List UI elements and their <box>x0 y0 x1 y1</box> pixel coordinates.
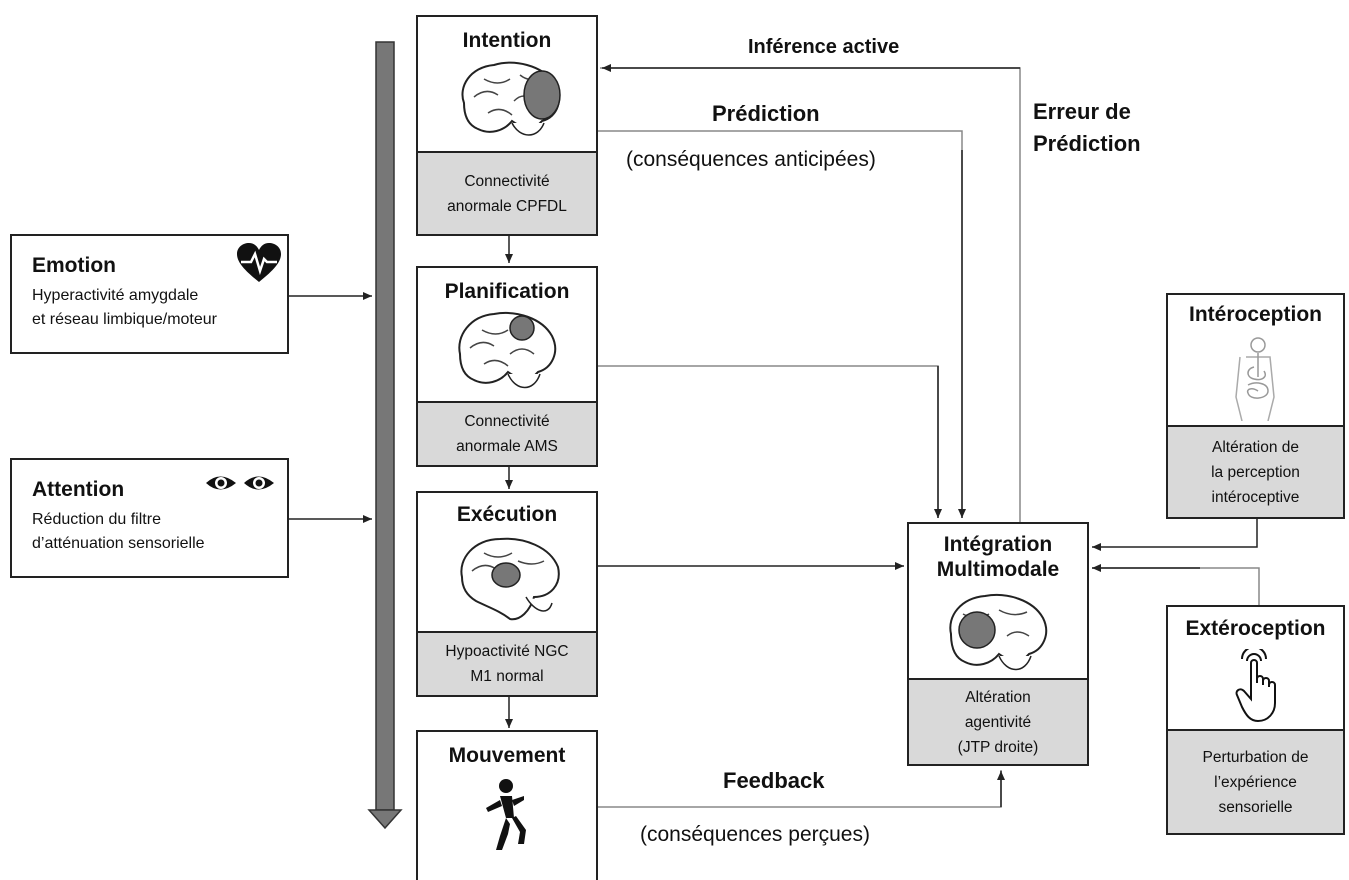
integration-caption-line: Altération <box>965 688 1031 706</box>
planification-title: Planification <box>444 280 570 303</box>
execution-caption-line: M1 normal <box>470 668 544 685</box>
integration-caption: Altération agentivité (JTP droite) <box>909 678 1087 764</box>
erreur-prediction-label: Erreur de Prédiction <box>1033 96 1141 160</box>
exteroception-caption: Perturbation de l’expérience sensorielle <box>1168 729 1343 833</box>
interoception-caption-line: Altération de <box>1211 438 1300 456</box>
eyes-icon <box>206 476 274 490</box>
brain-icon <box>460 537 560 621</box>
interoception-caption: Altération de la perception intéroceptiv… <box>1168 425 1343 517</box>
execution-title: Exécution <box>456 503 558 526</box>
integration-title: Intégration Multimodale <box>909 532 1087 582</box>
emotion-desc-2: et réseau limbique/moteur <box>32 311 217 328</box>
flow-arrow-head <box>367 809 403 830</box>
planification-box: Planification Connectivité anormale AMS <box>416 266 598 467</box>
erreur-prediction-line: Prédiction <box>1033 131 1141 156</box>
integration-title-line: Intégration <box>943 533 1053 556</box>
intention-title: Intention <box>462 29 552 52</box>
intention-caption: Connectivité anormale CPFDL <box>418 151 596 234</box>
flow-arrow-shaft <box>375 41 395 811</box>
integration-title-line: Multimodale <box>936 558 1060 581</box>
interoception-box: Intéroception Altération de la perceptio… <box>1166 293 1345 519</box>
interoception-caption-line: la perception <box>1211 463 1300 481</box>
planification-caption-line: anormale AMS <box>456 438 558 455</box>
brain-icon <box>458 312 557 389</box>
execution-caption: Hypoactivité NGC M1 normal <box>418 631 596 695</box>
emotion-desc-1: Hyperactivité amygdale <box>32 287 199 304</box>
exteroception-box: Extéroception Perturbation de l’expérien… <box>1166 605 1345 835</box>
prediction-sub-label: (conséquences anticipées) <box>626 148 876 171</box>
intention-box: Intention Connectivité anormale CPFDL <box>416 15 598 236</box>
exteroception-caption-line: Perturbation de <box>1202 748 1309 766</box>
integration-caption-line: agentivité <box>964 713 1032 731</box>
attention-title: Attention <box>32 478 125 501</box>
emotion-title: Emotion <box>32 254 116 277</box>
heart-rate-icon <box>237 243 281 282</box>
running-person-icon <box>486 779 526 850</box>
exteroception-caption-line: l’expérience <box>1214 773 1297 791</box>
attention-box: Attention Réduction du filtre d’atténuat… <box>10 458 289 578</box>
attention-desc-2: d’atténuation sensorielle <box>32 535 205 552</box>
emotion-box: Emotion Hyperactivité amygdale et réseau… <box>10 234 289 354</box>
interoception-caption-line: intéroceptive <box>1211 488 1300 506</box>
intention-caption-line: anormale CPFDL <box>447 197 567 215</box>
body-organs-icon <box>1235 337 1275 421</box>
planification-caption-line: Connectivité <box>464 413 550 430</box>
mouvement-title: Mouvement <box>448 744 566 767</box>
touch-finger-icon <box>1235 649 1276 723</box>
execution-box: Exécution Hypoactivité NGC M1 normal <box>416 491 598 697</box>
integration-caption-line: (JTP droite) <box>957 738 1039 756</box>
feedback-label: Feedback <box>723 768 825 793</box>
integration-box: Intégration Multimodale Altération agent… <box>907 522 1089 766</box>
interoception-title: Intéroception <box>1188 303 1322 326</box>
brain-icon <box>949 594 1048 671</box>
exteroception-title: Extéroception <box>1185 617 1326 640</box>
exteroception-caption-line: sensorielle <box>1218 798 1293 816</box>
intention-caption-line: Connectivité <box>464 172 550 190</box>
prediction-label: Prédiction <box>712 101 820 126</box>
feedback-sub-label: (conséquences perçues) <box>640 823 870 846</box>
mouvement-box: Mouvement <box>416 730 598 880</box>
planification-caption: Connectivité anormale AMS <box>418 401 596 465</box>
erreur-prediction-line: Erreur de <box>1033 99 1131 124</box>
attention-desc-1: Réduction du filtre <box>32 511 161 528</box>
inference-active-label: Inférence active <box>748 36 900 58</box>
execution-caption-line: Hypoactivité NGC <box>445 643 569 660</box>
brain-icon <box>461 61 561 136</box>
